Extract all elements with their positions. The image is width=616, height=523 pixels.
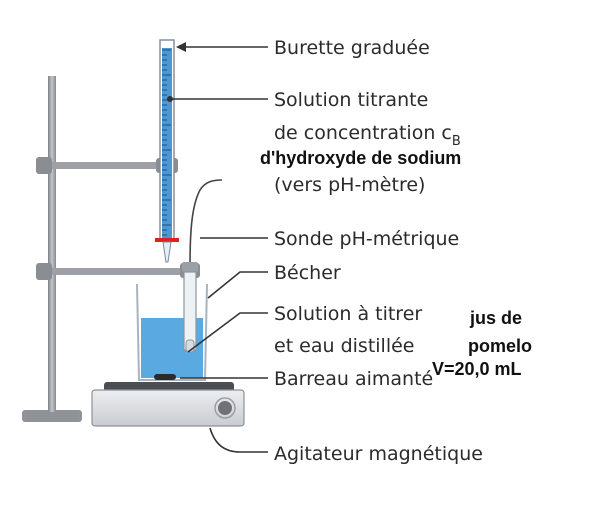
lower-clamp-arm [38, 268, 188, 275]
ph-probe [182, 179, 223, 353]
pointers [167, 42, 268, 453]
dot-titrant [167, 96, 173, 102]
label-burette: Burette graduée [274, 37, 430, 59]
burette-valve [155, 238, 179, 242]
stirrer-knob-ring [214, 397, 236, 419]
pointer-beaker [207, 271, 268, 299]
label-stir-bar: Barreau aimanté [274, 368, 433, 390]
label-stirrer: Agitateur magnétique [274, 443, 483, 465]
label-solution-line1: Solution à titrer [274, 303, 422, 325]
label-titrant-line1: Solution titrante [274, 89, 428, 111]
pointer-solution [187, 312, 268, 353]
stirrer-body [91, 389, 245, 427]
probe-body [183, 271, 197, 351]
labels: Burette graduée Solution titrante de con… [260, 37, 532, 465]
burette-liquid [162, 48, 172, 238]
label-solution-line2: et eau distillée [274, 335, 415, 357]
annotation-titrant-name: d'hydroxyde de sodium [260, 148, 461, 168]
label-probe: Sonde pH-métrique [274, 228, 459, 250]
label-titrant-subscript: B [452, 134, 461, 149]
upper-clamp-arm [38, 162, 178, 169]
annotation-juice-line1: jus de [469, 308, 522, 328]
lower-clamp-boss [36, 263, 52, 280]
burette-tip [162, 241, 172, 263]
label-to-ph-meter: (vers pH-mètre) [274, 174, 425, 196]
stir-bar [154, 374, 176, 380]
label-titrant-line2: de concentration cB [274, 122, 461, 149]
label-titrant-concentration: de concentration c [274, 122, 452, 144]
pointer-stirrer [209, 427, 268, 453]
magnetic-stirrer [91, 374, 245, 427]
stand-rod [48, 76, 56, 412]
label-beaker: Bécher [274, 262, 341, 284]
arrowhead-burette [176, 42, 186, 52]
stirrer-knob [218, 401, 232, 415]
burette [155, 39, 179, 263]
burette-graduations [162, 49, 171, 236]
probe-cable [189, 179, 223, 267]
upper-clamp-boss [36, 157, 52, 174]
probe-cap [182, 262, 198, 272]
annotation-juice-line2: pomelo [468, 336, 532, 356]
stand-base [22, 410, 82, 422]
annotation-volume: V=20,0 mL [432, 359, 522, 379]
